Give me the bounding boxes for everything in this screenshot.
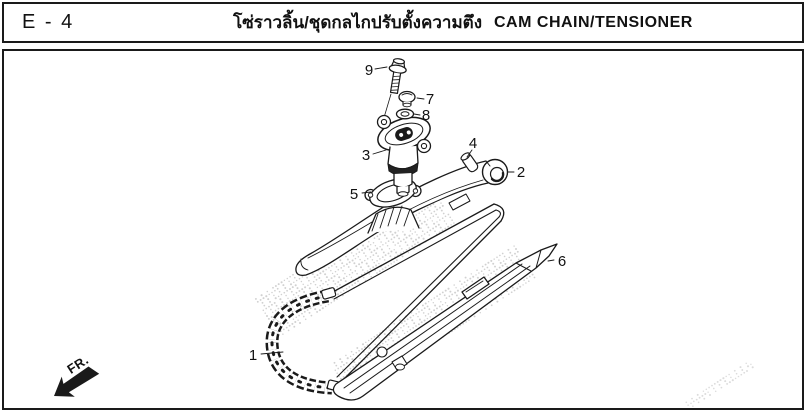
cam-chain xyxy=(265,203,505,395)
gasket xyxy=(364,178,422,208)
callout-5: 5 xyxy=(350,186,358,203)
front-direction-indicator: FR. xyxy=(54,352,100,397)
callout-1: 1 xyxy=(249,347,257,364)
page-title-english: CAM CHAIN/TENSIONER xyxy=(494,13,693,31)
pivot-pin xyxy=(460,152,479,173)
chain-guide xyxy=(332,243,558,401)
sealing-screw xyxy=(398,90,416,108)
tensioner-arm xyxy=(295,158,509,276)
flange-bolt xyxy=(388,58,407,94)
callout-2: 2 xyxy=(517,164,525,181)
header: E - 4 โซ่ราวลิ้น/ชุดกลไกปรับตั้งความตึง … xyxy=(2,2,804,43)
callout-leaders xyxy=(260,66,555,355)
callout-3: 3 xyxy=(362,147,370,164)
callout-9: 9 xyxy=(365,62,373,79)
washer xyxy=(395,108,415,120)
page-title-thai: โซ่ราวลิ้น/ชุดกลไกปรับตั้งความตึง xyxy=(233,13,482,32)
callout-4: 4 xyxy=(469,135,477,152)
callout-6: 6 xyxy=(558,253,566,270)
callout-7: 7 xyxy=(426,91,434,108)
callout-8: 8 xyxy=(422,107,430,124)
page-code: E - 4 xyxy=(22,11,75,33)
page-title: โซ่ราวลิ้น/ชุดกลไกปรับตั้งความตึง CAM CH… xyxy=(134,4,792,41)
tensioner-lifter xyxy=(376,93,432,197)
fr-arrow-icon xyxy=(54,366,100,397)
